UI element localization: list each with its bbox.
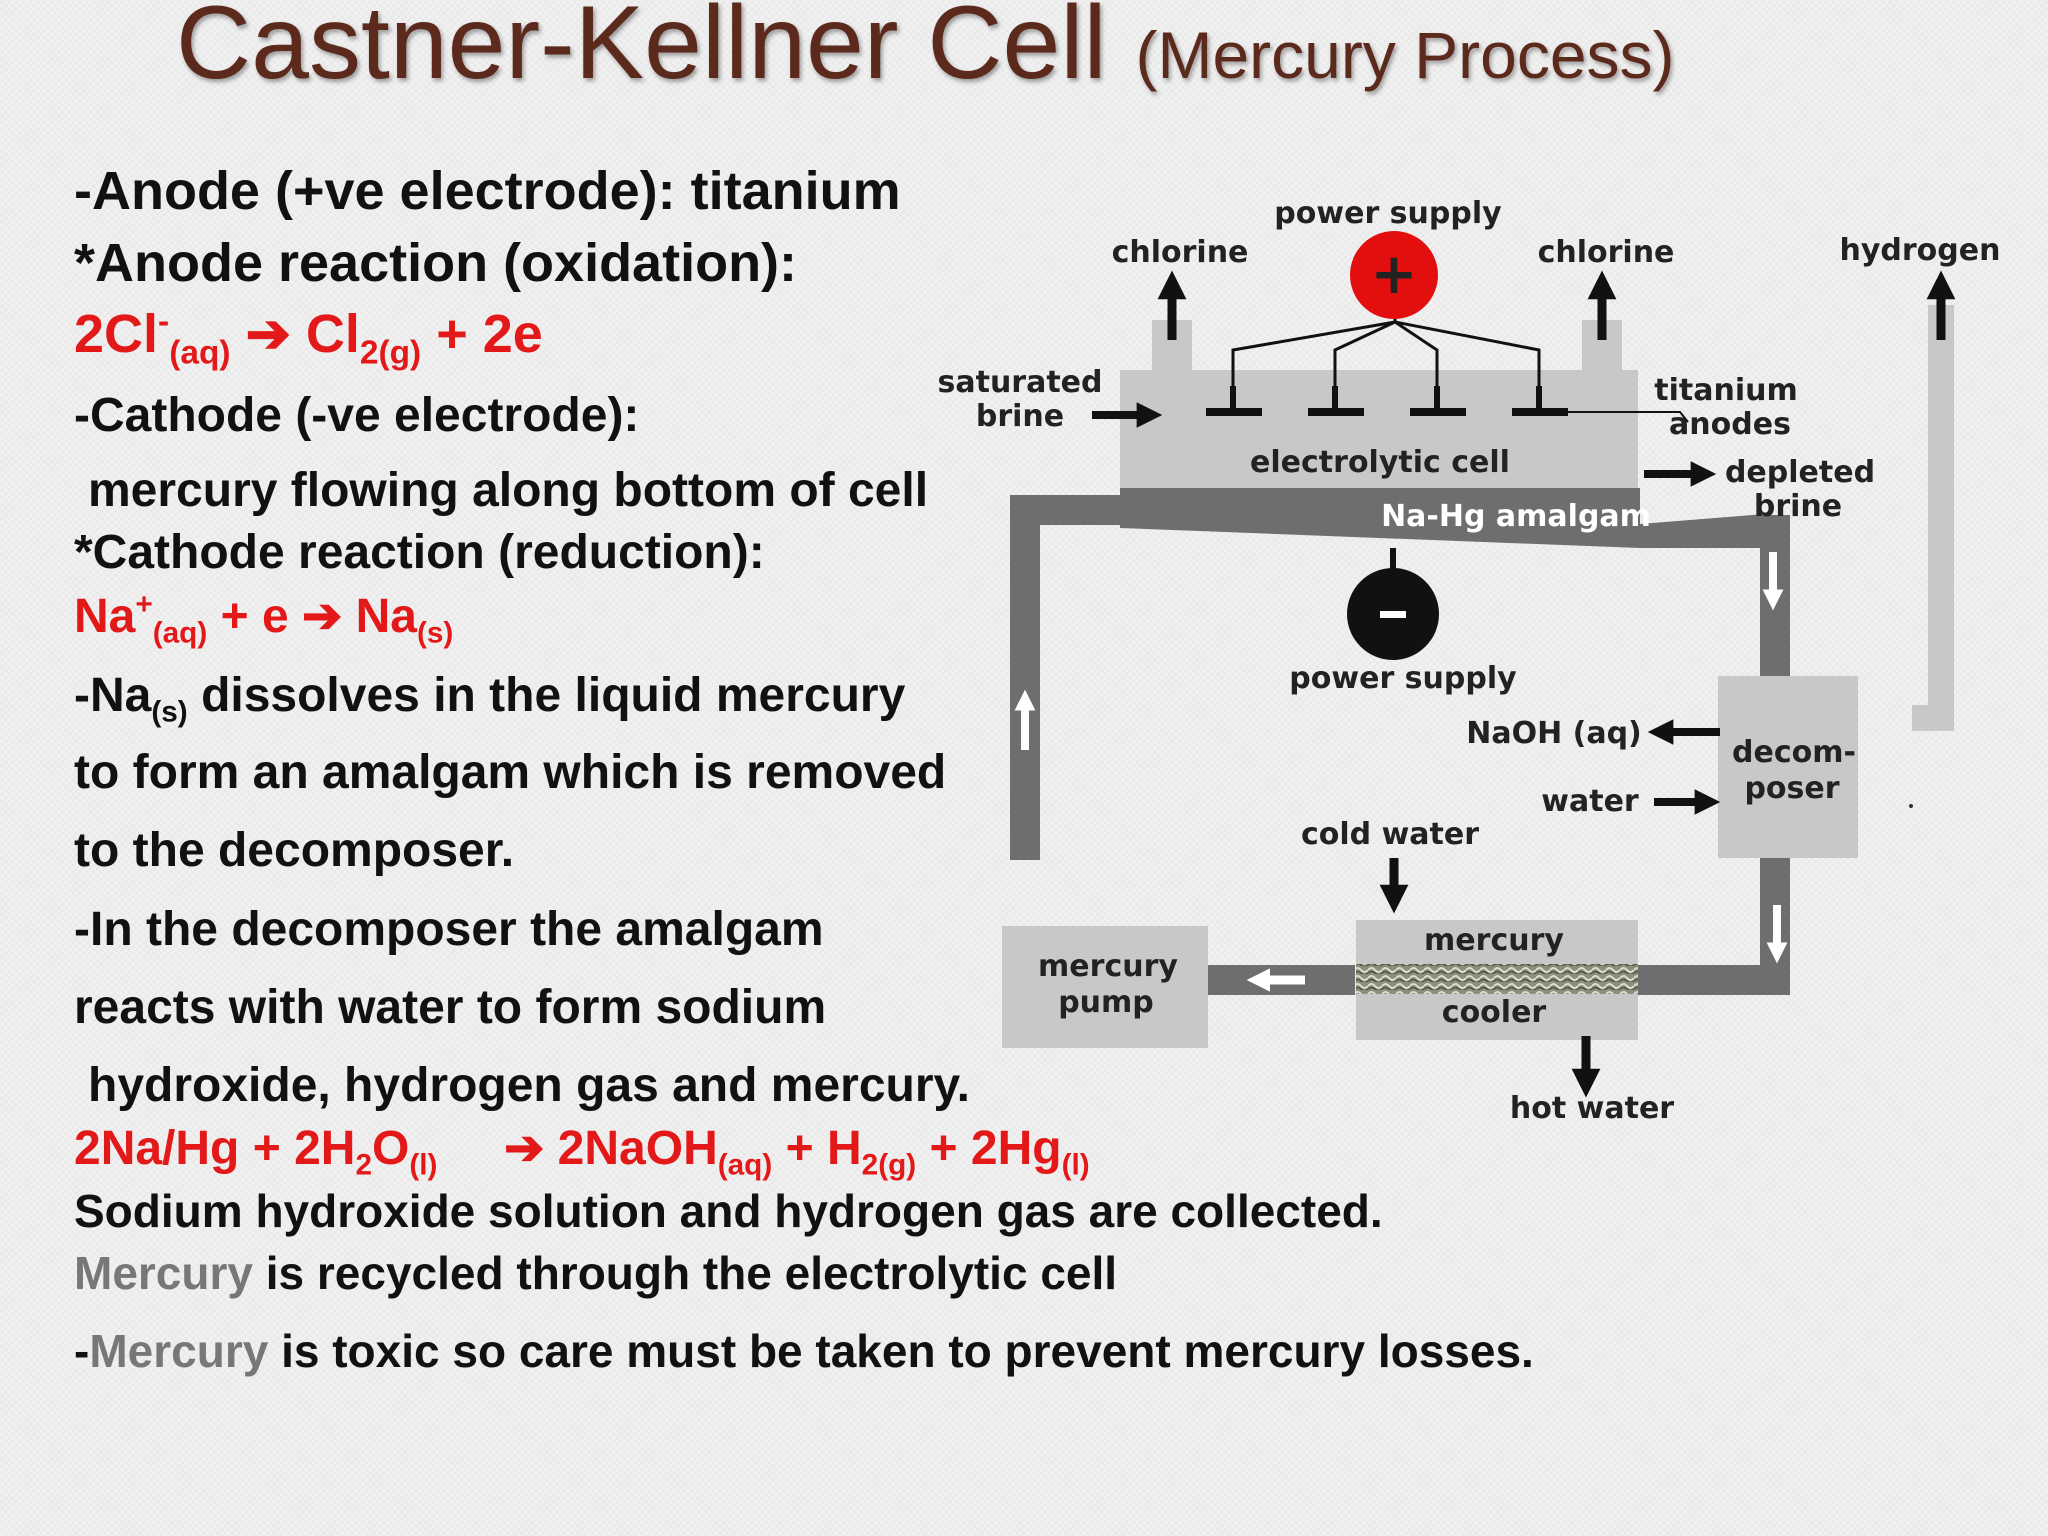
hot-water-label: hot water [1510, 1091, 1674, 1126]
castner-kellner-diagram: Na-Hg amalgam + power supply power suppl… [938, 196, 2001, 1126]
collected-line: Sodium hydroxide solution and hydrogen g… [74, 1185, 1383, 1237]
pump-mercury-label: mercury [1038, 949, 1178, 984]
amalgam-line-1: to form an amalgam which is removed [74, 746, 947, 799]
depleted-label: depleted [1725, 455, 1875, 490]
anode-pointer-line [1568, 411, 1689, 423]
cooler-mercury-stream [1356, 964, 1638, 994]
title-main: Castner-Kellner Cell [176, 0, 1107, 101]
cooler-label: cooler [1442, 995, 1547, 1030]
toxic-line: -Mercury is toxic so care must be taken … [74, 1325, 1534, 1377]
titanium-anodes [1206, 386, 1568, 416]
cathode-equation: Na+(aq) + e ➔ Na(s) [74, 588, 454, 650]
titanium-label: titanium [1654, 373, 1797, 408]
recycle-line: Mercury is recycled through the electrol… [74, 1247, 1118, 1299]
chlorine-right-label: chlorine [1538, 235, 1675, 270]
brine-label: brine [976, 399, 1064, 434]
hydrogen-label: hydrogen [1840, 233, 2001, 268]
depleted-brine-label: brine [1754, 489, 1842, 524]
plus-sign: + [1371, 242, 1418, 307]
saturated-label: saturated [938, 365, 1103, 400]
power-supply-top-label: power supply [1274, 196, 1502, 231]
decomposer-line-1: -In the decomposer the amalgam [74, 903, 824, 956]
cathode-wire [1390, 548, 1396, 578]
dissolve-line: -Na(s) dissolves in the liquid mercury [74, 669, 906, 729]
decomposer-equation: 2Na/Hg + 2H2O(l) ➔ 2NaOH(aq) + H2(g) + 2… [74, 1122, 1090, 1182]
stray-dot [1909, 804, 1913, 808]
anode-equation: 2Cl-(aq) ➔ Cl2(g) + 2e [74, 302, 543, 372]
amalgam-channel [1120, 488, 1765, 548]
minus-sign [1380, 611, 1406, 618]
positive-terminal [1350, 231, 1438, 319]
decomposer [1718, 676, 1858, 858]
anodes-label: anodes [1669, 407, 1791, 442]
mercury-pump [1002, 926, 1208, 1048]
mercury-word: Mercury [74, 1247, 253, 1299]
mercury-cooler-label: mercury [1424, 923, 1564, 958]
mercury-word: Mercury [89, 1325, 269, 1377]
pump-label: pump [1058, 985, 1154, 1020]
anode-line: -Anode (+ve electrode): titanium [74, 161, 901, 221]
amalgam-line-2: to the decomposer. [74, 824, 515, 877]
hydrogen-pipe [1912, 305, 1954, 731]
slide-title: Castner-Kellner Cell (Mercury Process) [176, 0, 1736, 116]
anode-reaction-label: *Anode reaction (oxidation): [74, 233, 798, 293]
decomposer-line-2: reacts with water to form sodium [74, 981, 827, 1034]
title-sub: (Mercury Process) [1135, 18, 1675, 92]
cathode-description: mercury flowing along bottom of cell [88, 464, 929, 517]
chlorine-left-label: chlorine [1112, 235, 1249, 270]
power-supply-bottom-label: power supply [1289, 661, 1517, 696]
amalgam-label: Na-Hg amalgam [1381, 499, 1651, 534]
cathode-reaction-label: *Cathode reaction (reduction): [74, 526, 765, 579]
electrolytic-cell-label: electrolytic cell [1250, 445, 1510, 480]
cold-water-label: cold water [1301, 817, 1479, 852]
cathode-line: -Cathode (-ve electrode): [74, 389, 640, 442]
naoh-label: NaOH (aq) [1466, 716, 1642, 751]
water-label: water [1541, 784, 1639, 819]
mercury-loop-pipe [1010, 495, 1790, 995]
decomposer-line-3: hydroxide, hydrogen gas and mercury. [88, 1059, 970, 1112]
poser-label: poser [1744, 771, 1839, 806]
electrolytic-cell [1120, 370, 1638, 490]
decom-label: decom- [1732, 735, 1856, 770]
